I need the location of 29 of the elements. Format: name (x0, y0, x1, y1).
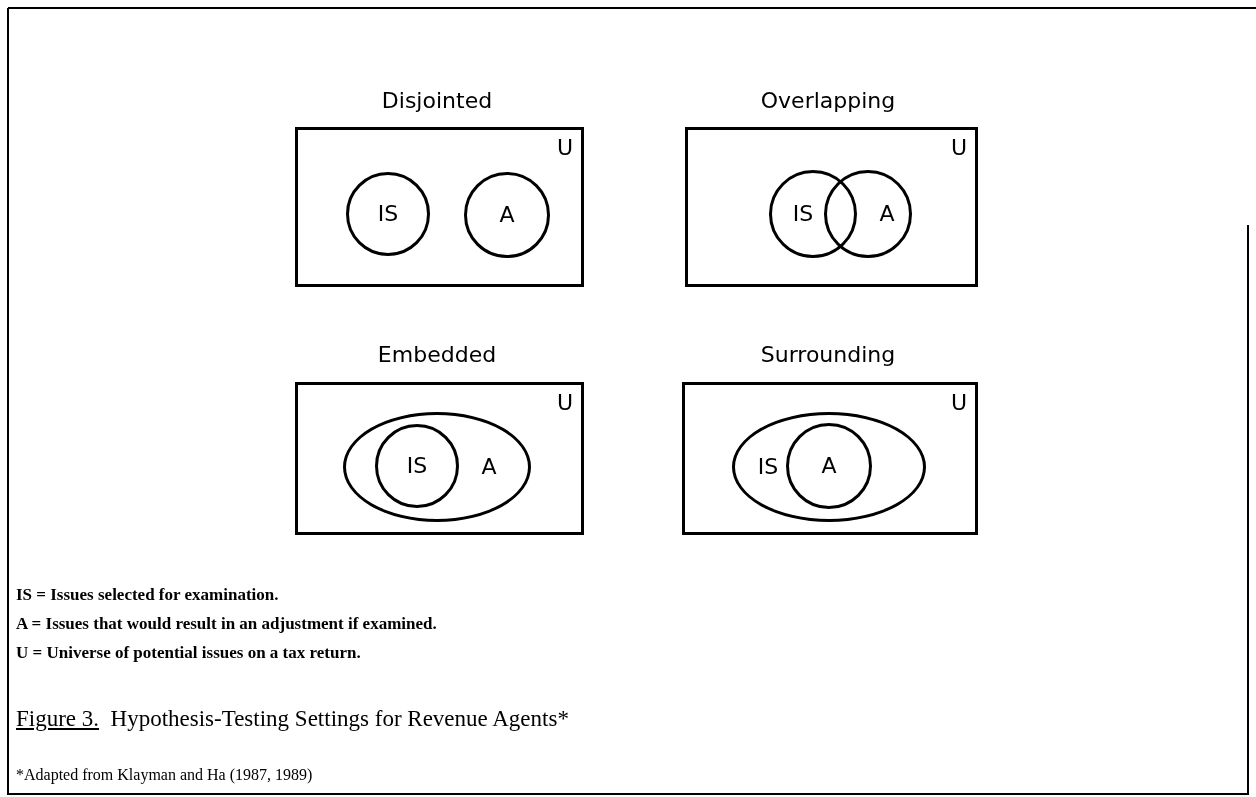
set-label: A (499, 202, 515, 228)
set-ellipse (732, 412, 926, 522)
set-circle (769, 170, 857, 258)
panel-title: Surrounding (760, 341, 896, 369)
set-label: IS (792, 201, 814, 227)
set-circle (824, 170, 912, 258)
panel-title: Disjointed (381, 87, 493, 115)
set-circle (375, 424, 459, 508)
legend-definition: U = Universe of potential issues on a tax return. (16, 642, 361, 664)
set-label: A (879, 201, 895, 227)
set-ellipse (343, 412, 531, 522)
set-label: U (950, 391, 967, 415)
set-label: U (950, 136, 967, 160)
panel-title: Overlapping (760, 87, 896, 115)
legend-definition: A = Issues that would result in an adjustment if examined. (16, 613, 437, 635)
set-label: IS (757, 454, 779, 480)
set-label: IS (377, 201, 399, 227)
footnote: *Adapted from Klayman and Ha (1987, 1989) (16, 765, 313, 786)
legend-definition: IS = Issues selected for examination. (16, 584, 279, 606)
set-label: U (556, 391, 573, 415)
set-circle (346, 172, 430, 256)
panel-title: Embedded (377, 341, 497, 369)
set-label: A (821, 453, 837, 479)
set-label: A (481, 454, 497, 480)
set-circle (464, 172, 550, 258)
set-label: U (556, 136, 573, 160)
set-label: IS (406, 453, 428, 479)
figure-caption: Figure 3. Hypothesis-Testing Settings for Revenue Agents* (16, 705, 569, 733)
set-circle (786, 423, 872, 509)
